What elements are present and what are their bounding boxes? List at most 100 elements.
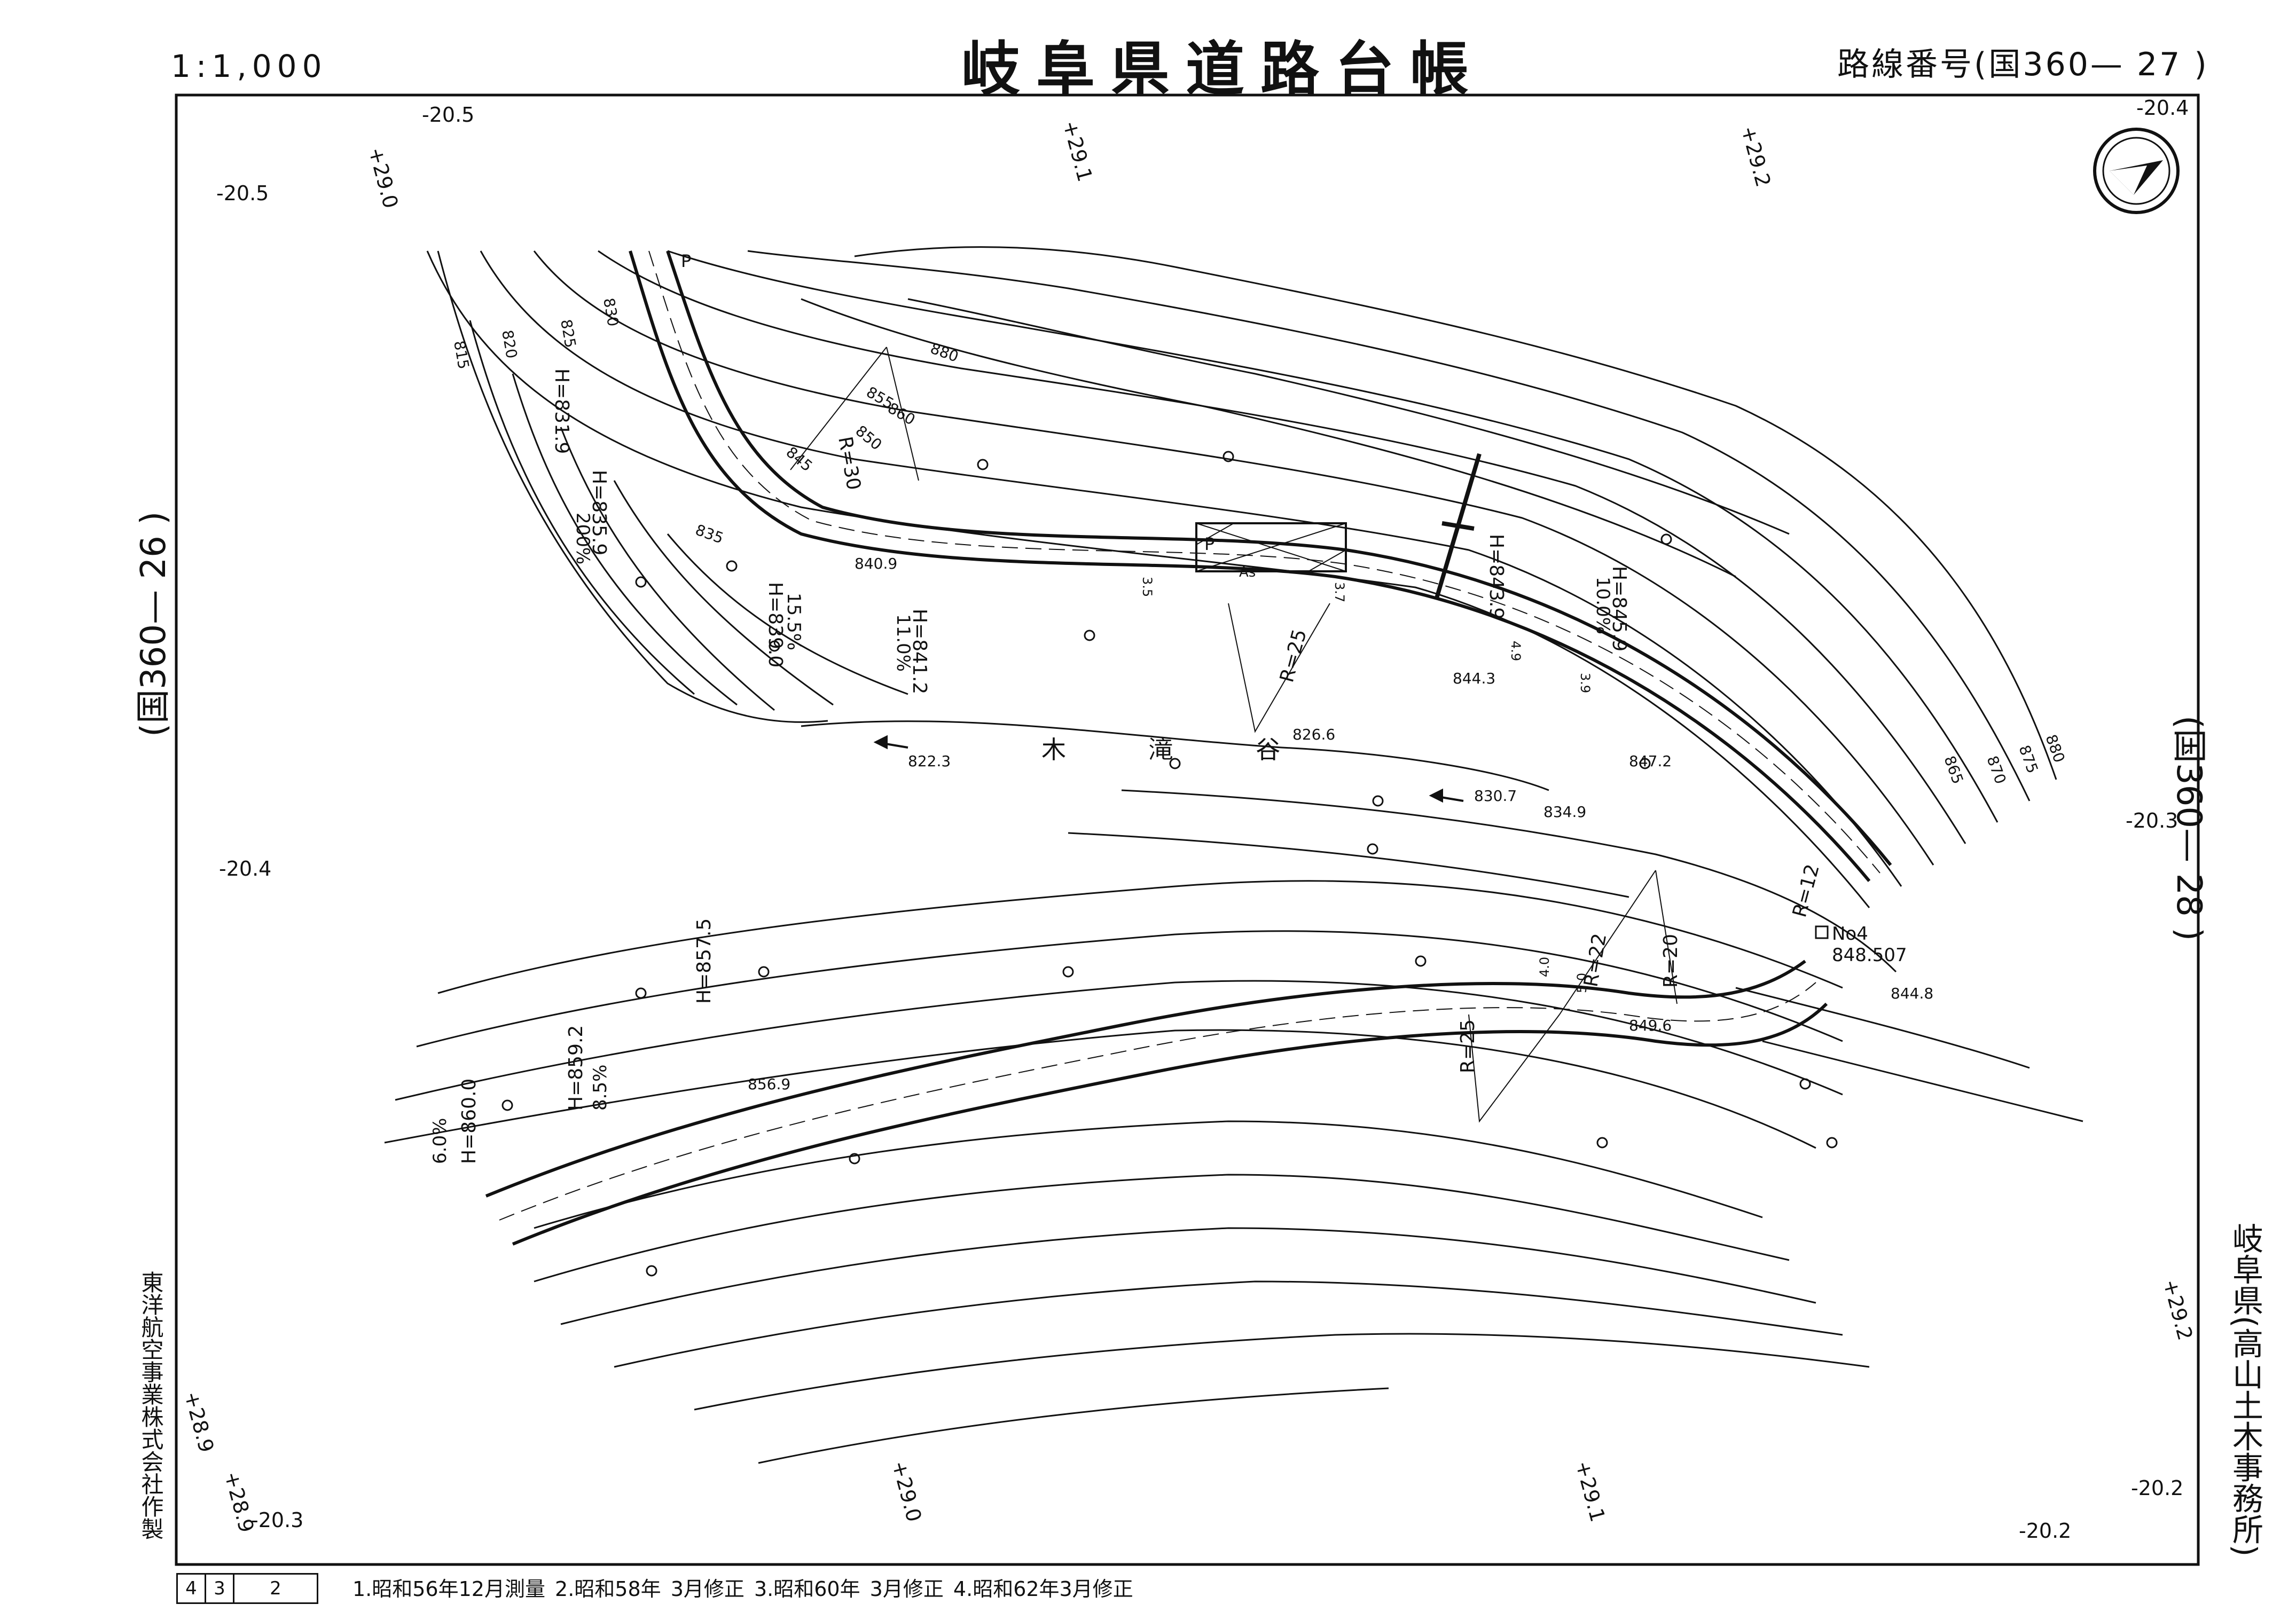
grid-label: +29.0	[364, 145, 403, 211]
radius: R=25	[1457, 1019, 1479, 1073]
road-height: H=859.2	[565, 1025, 587, 1111]
road-width: 3.5	[1140, 577, 1155, 597]
radius: R=12	[1789, 862, 1824, 919]
north-arrow-icon	[2093, 128, 2180, 214]
sheet-cell: 2	[270, 1578, 281, 1599]
road-width: 3.7	[1332, 582, 1347, 602]
road-width: 3.9	[1578, 673, 1593, 693]
grid-label: -20.3	[2126, 809, 2178, 832]
elevation-label: 834.9	[1543, 803, 1586, 821]
lower-road	[485, 960, 1828, 1246]
sheet-cell: 3	[206, 1575, 234, 1602]
road-height: H=857.5	[693, 918, 715, 1004]
road-height: H=839.0	[764, 582, 786, 667]
contour-label: 820	[498, 328, 521, 359]
grid-label: +29.1	[1571, 1458, 1610, 1524]
survey-points	[501, 451, 1838, 1277]
curve-radius-lines	[790, 347, 1678, 1123]
elevation-points: 840.9 844.3 847.2 826.6 822.3 830.7 834.…	[748, 555, 1933, 1093]
elevation-label: 856.9	[748, 1075, 790, 1093]
stream-flow-arrows	[873, 735, 1464, 803]
road-width: 5.0	[1574, 973, 1589, 993]
road-width: 4.0	[1537, 957, 1552, 977]
contour-label: 880	[2042, 732, 2068, 765]
contour-label: 870	[1983, 753, 2009, 787]
bridge-structure	[1435, 453, 1482, 599]
contour-label: 815	[450, 339, 473, 370]
road-height: H=845.9	[1608, 566, 1630, 651]
elevation-label: 849.6	[1629, 1017, 1672, 1034]
grade: 10.0%	[1592, 577, 1613, 634]
contour-label: 865	[1940, 753, 1966, 787]
grade: 8.5%	[590, 1065, 611, 1111]
adjacent-sheet-right: (国360— 28 )	[2169, 715, 2208, 941]
sheet-cell: 4	[178, 1575, 206, 1602]
parking-area	[1195, 522, 1347, 572]
road-height: H=860.0	[458, 1079, 480, 1164]
grid-label: -20.3	[251, 1508, 303, 1532]
elevation-label: 840.9	[855, 555, 897, 572]
revision-history: 1.昭和56年12月測量 2.昭和58年 3月修正 3.昭和60年 3月修正 4…	[352, 1577, 1133, 1601]
road-height-labels: H=831.9 H=835.9 H=839.0 H=841.2 H=843.9 …	[458, 368, 1630, 1164]
upper-left-slope	[437, 250, 1549, 791]
grid-label: +29.2	[1736, 123, 1775, 190]
elevation-label: 826.6	[1292, 726, 1335, 743]
grid-label: -20.5	[216, 182, 269, 205]
stream-name: 木 滝 谷	[1041, 735, 1318, 764]
grid-label: +29.1	[1058, 118, 1097, 184]
benchmark-label: No4	[1832, 923, 1868, 945]
benchmark-icon	[1815, 925, 1829, 939]
radius: R=25	[1276, 627, 1311, 685]
elevation-label: 847.2	[1629, 752, 1672, 770]
grade: 11.0%	[892, 614, 914, 672]
grid-label: -20.2	[2019, 1519, 2071, 1543]
grade-labels: 200% 15.5% 11.0% 10.0% 8.5% 6.0%	[429, 513, 1613, 1164]
grid-label: +29.2	[2158, 1277, 2197, 1343]
contour-label: 835	[693, 521, 726, 547]
grid-labels: -20.5 +29.0 +29.1 +29.2 -20.5 -20.4 -20.…	[179, 96, 2197, 1543]
grid-label: -20.5	[422, 103, 474, 127]
grade: 15.5%	[783, 593, 804, 650]
map-frame	[175, 93, 2200, 1566]
parking-hatch	[1196, 523, 1346, 572]
office-name: 岐阜県(高山土木事務所)	[2227, 1223, 2263, 1557]
adjacent-sheet-left: (国360— 26 )	[134, 511, 174, 737]
sheet-index-box: 4 3 2	[176, 1573, 318, 1604]
elevation-label: 844.3	[1453, 670, 1495, 687]
grade: 200%	[572, 513, 593, 564]
road-width: 4.9	[1508, 641, 1523, 661]
upper-hillside	[426, 246, 2057, 908]
grid-label: -20.4	[219, 857, 271, 880]
parking-marker: P	[1204, 534, 1214, 554]
road-height: H=835.9	[588, 470, 610, 555]
radius: R=30	[834, 435, 865, 492]
elevation-label: 830.7	[1474, 787, 1517, 805]
contour-label: 880	[928, 340, 961, 366]
route-number: 路線番号(国360— 27 )	[1837, 46, 2209, 83]
company-name: 東洋航空事業株式会社作製	[138, 1271, 164, 1540]
contour-label: 845	[783, 443, 816, 475]
map-scale: 1:1,000	[171, 48, 327, 84]
benchmark-elevation: 848.507	[1832, 945, 1907, 966]
road-height: H=831.9	[551, 368, 573, 454]
lower-hillside	[384, 789, 2083, 1464]
contour-label: 825	[557, 318, 579, 349]
grid-label: +28.9	[179, 1389, 218, 1455]
parking-marker: P	[681, 251, 691, 271]
radius: R=20	[1660, 934, 1682, 988]
asphalt-marker: As	[1239, 564, 1256, 580]
elevation-label: 822.3	[908, 752, 951, 770]
road-markers: P P As 3.5 3.7 4.9 3.9 5.0 4.0	[681, 251, 1593, 993]
page-title: 岐阜県道路台帳	[961, 35, 1485, 104]
road-height: H=841.2	[908, 609, 930, 694]
upper-road	[629, 250, 1892, 882]
elevation-label: 844.8	[1891, 985, 1933, 1002]
contour-label: 875	[2015, 743, 2041, 776]
contour-label: 830	[600, 296, 622, 327]
road-height: H=843.9	[1485, 534, 1507, 619]
grid-label: +29.0	[887, 1458, 926, 1524]
grid-label: -20.2	[2131, 1476, 2183, 1500]
grade: 6.0%	[429, 1118, 451, 1164]
grid-label: -20.4	[2136, 96, 2189, 120]
